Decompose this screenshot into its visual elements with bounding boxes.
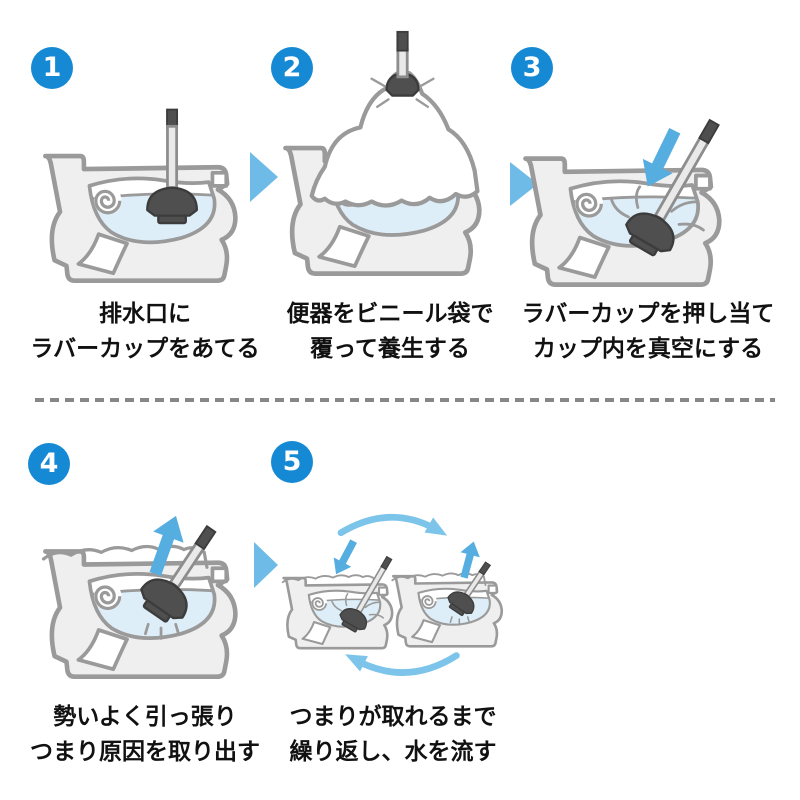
step-2-caption: 便器をビニール袋で 覆って養生する [265,297,515,367]
step-5-illustration [281,513,504,676]
step-1-illustration [38,108,240,290]
plunger-icon [385,30,420,97]
toilet-cross-section-icon [525,110,724,285]
step-2-caption-line1: 便器をビニール袋で [286,301,494,327]
step-4-caption: 勢いよく引っ張り つまり原因を取り出す [15,700,275,770]
step-3-illustration [518,106,724,294]
step-4-illustration [41,510,240,701]
step-3-caption-line2: カップ内を真空にする [532,336,764,362]
step-2-illustration [278,30,484,283]
step-3-caption-line1: ラバーカップを押し当て [521,301,775,327]
step-4-caption-line1: 勢いよく引っ張り [53,704,237,730]
step-5-number-badge: 5 [271,441,313,483]
step-1-caption-line1: 排水口に [99,301,191,327]
plunger-icon [146,108,199,225]
step-4-caption-line2: つまり原因を取り出す [30,739,260,765]
toilet-pull-mini-icon [391,556,504,648]
step-1-caption: 排水口に ラバーカップをあてる [15,297,275,367]
step-1-caption-line2: ラバーカップをあてる [30,336,260,362]
step-2-caption-line2: 覆って養生する [310,336,470,362]
step-5-caption: つまりが取れるまで 繰り返し、水を流す [262,700,524,770]
step-3-number-badge: 3 [511,47,553,89]
next-step-arrow-icon-1 [250,152,278,202]
mini-push-arrow-icon [327,536,363,579]
step-5-caption-line2: 繰り返し、水を流す [289,739,497,765]
step-1-number-badge: 1 [31,47,73,89]
cycle-arrows-icon [337,513,460,676]
section-divider [35,398,775,402]
step-3-caption: ラバーカップを押し当て カップ内を真空にする [520,297,776,367]
step-2-number-badge: 2 [271,47,313,89]
step-5-caption-line1: つまりが取れるまで [289,704,497,730]
toilet-cross-section-icon [45,108,235,281]
toilet-cross-section-icon [41,515,236,677]
step-4-number-badge: 4 [28,443,70,485]
